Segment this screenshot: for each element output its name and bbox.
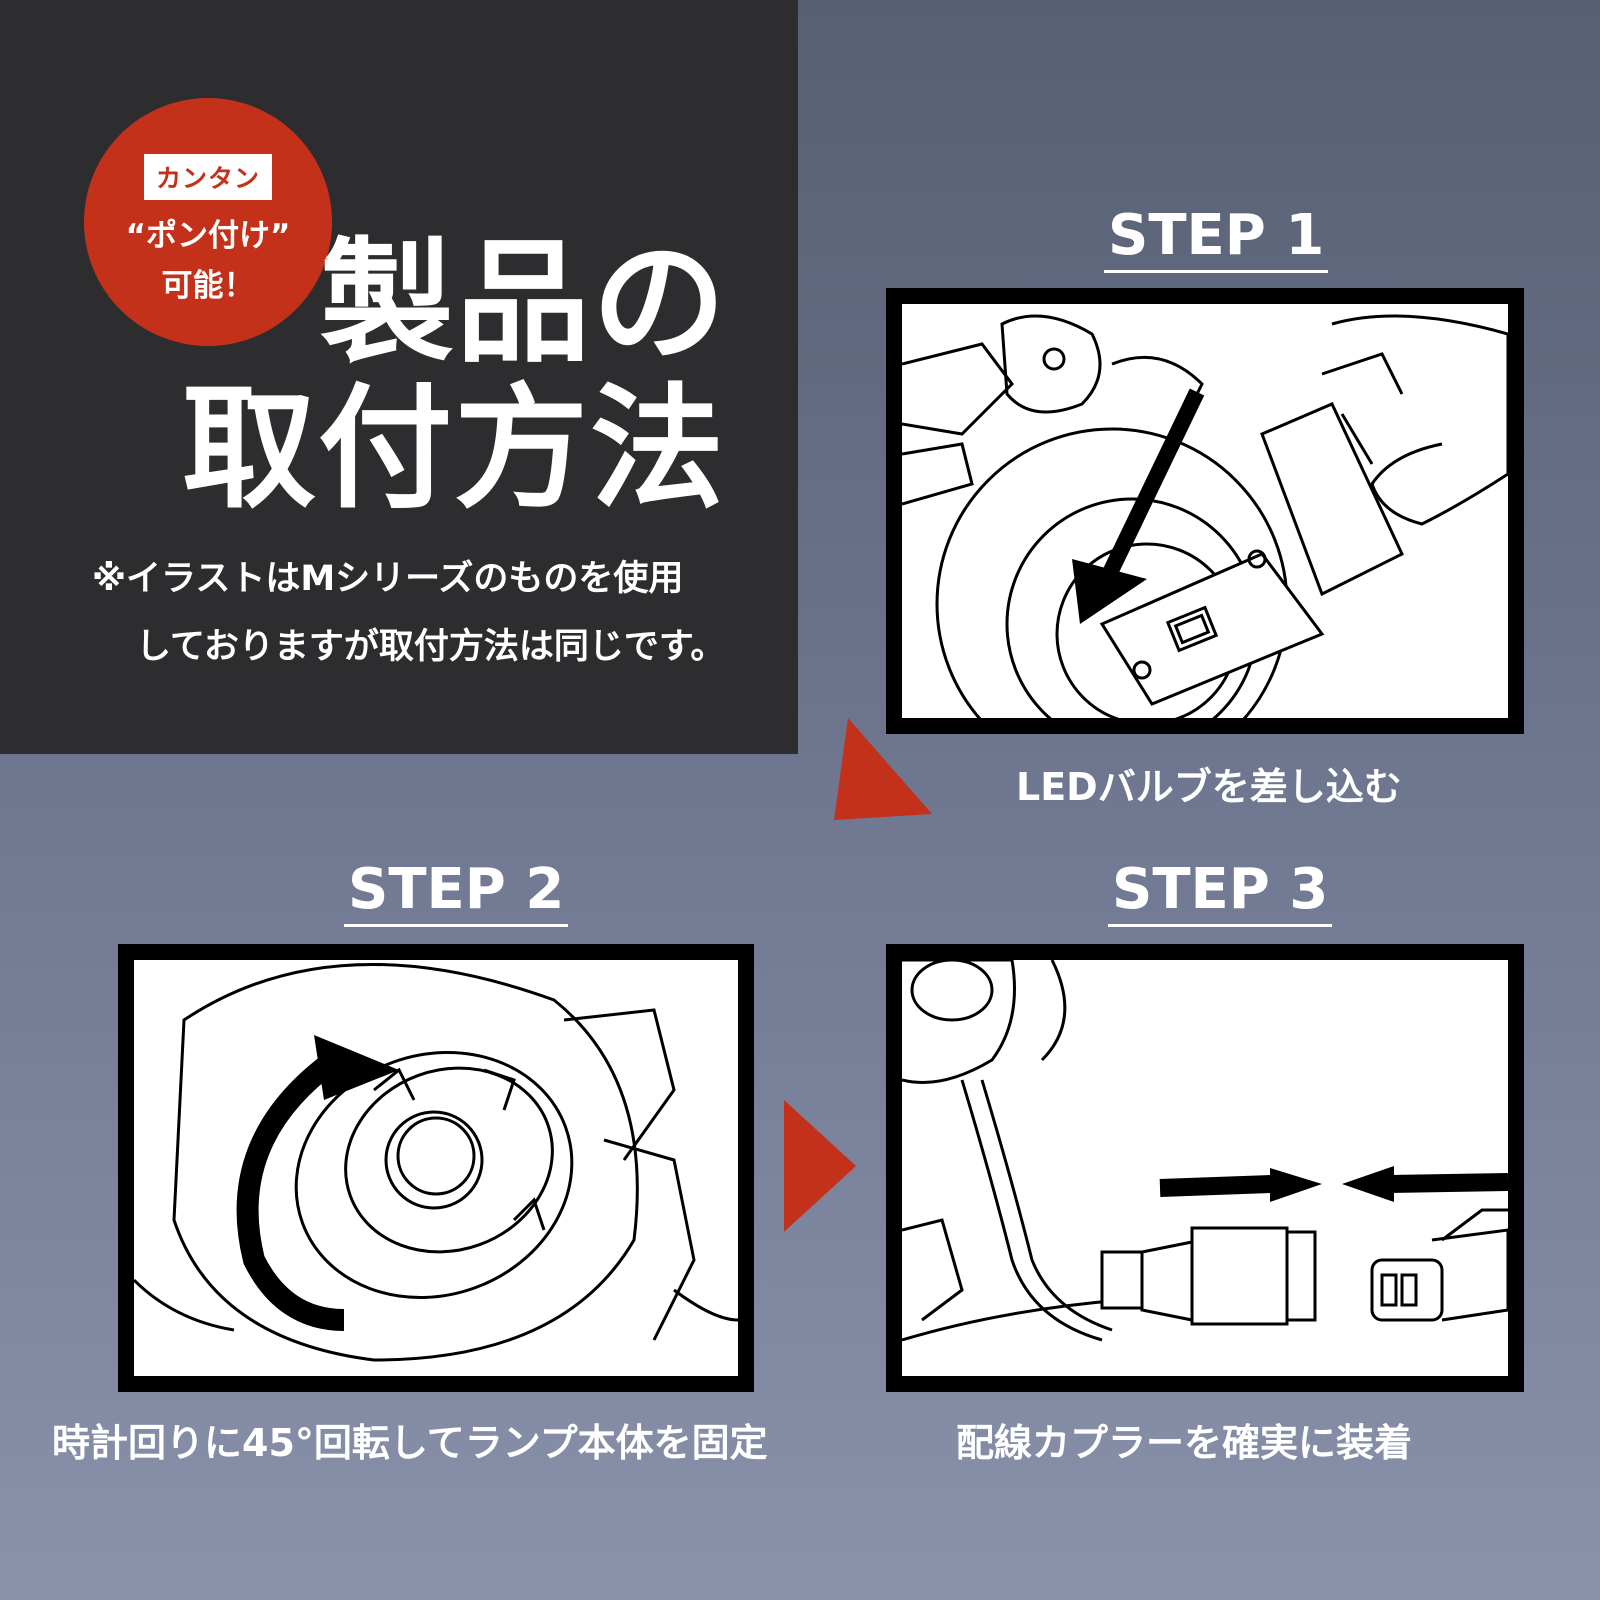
step-2-caption: 時計回りに45°回転してランプ本体を固定: [52, 1421, 768, 1465]
connect-arrow-left-icon: [1270, 1168, 1322, 1202]
step-3-illustration: [886, 944, 1524, 1392]
rotate-arrow-icon: [314, 1035, 399, 1100]
step-2-heading: STEP 2: [344, 862, 569, 927]
insert-arrow-icon: [1072, 559, 1147, 624]
connect-arrow-right-icon: [1342, 1166, 1394, 1202]
badge-tag: カンタン: [143, 154, 273, 200]
note-line-1: ※イラストはMシリーズのものを使用: [92, 559, 684, 599]
step-1-heading: STEP 1: [1104, 208, 1329, 273]
step-3-heading: STEP 3: [1108, 862, 1333, 927]
next-arrow-icon: [834, 718, 932, 820]
badge-line-2: “ポン付け”: [125, 218, 291, 254]
title-panel: カンタン “ポン付け” 可能！ 製品の 取付方法 ※イラストはMシリーズのものを…: [0, 0, 798, 754]
step-2-illustration: [118, 944, 754, 1392]
step-1-illustration: [886, 288, 1524, 734]
step-1-caption: LEDバルブを差し込む: [1016, 765, 1402, 809]
step-3-caption: 配線カプラーを確実に装着: [956, 1421, 1413, 1465]
next-arrow-icon: [784, 1100, 856, 1232]
page-title-line-1: 製品の: [320, 225, 729, 381]
easy-install-badge: カンタン “ポン付け” 可能！: [84, 98, 332, 346]
page-title-line-2: 取付方法: [182, 371, 727, 527]
badge-line-3: 可能！: [161, 268, 255, 304]
note-line-2: しておりますが取付方法は同じです。: [136, 627, 726, 667]
